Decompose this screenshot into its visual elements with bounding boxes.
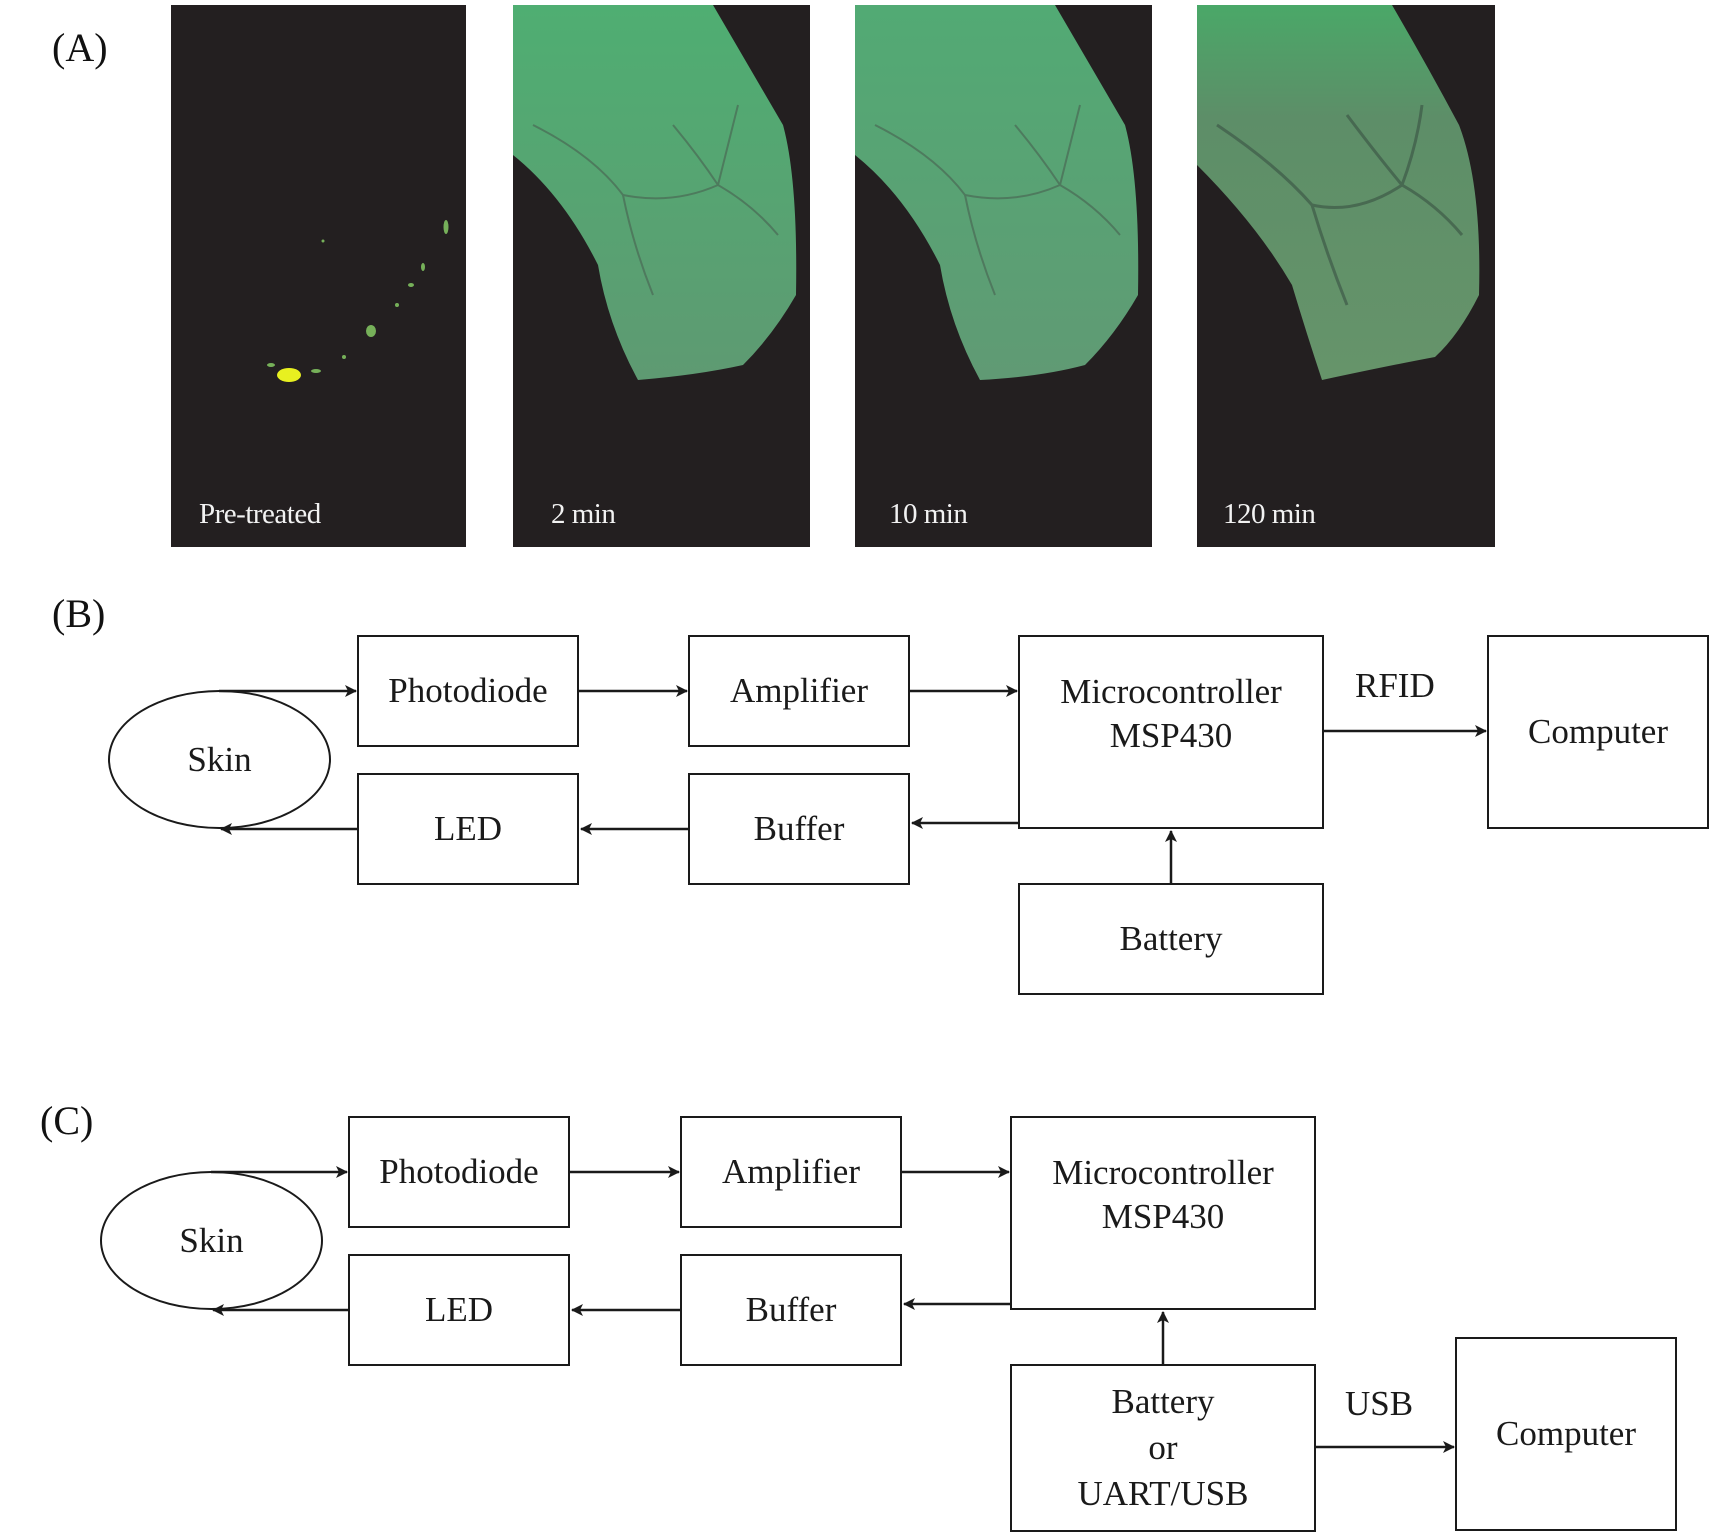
pretreated-speckles [267,220,449,382]
photo-caption: 2 min [551,498,616,530]
node-power-source: Battery or UART/USB [1010,1364,1316,1532]
node-led: LED [348,1254,570,1366]
node-amplifier: Amplifier [688,635,910,747]
panel-c-label: (C) [40,1098,94,1143]
link-label-usb: USB [1345,1384,1414,1423]
node-led: LED [357,773,579,885]
image-120-min: 120 min [1197,5,1495,547]
image-10-min: 10 min [855,5,1152,547]
node-buffer: Buffer [688,773,910,885]
node-photodiode: Photodiode [357,635,579,747]
node-battery: Battery [1018,883,1324,995]
image-2-min: 2 min [513,5,810,547]
node-computer: Computer [1455,1337,1677,1531]
panel-a-label: (A) [52,25,108,70]
photo-caption: 10 min [889,498,968,530]
tissue-10min [855,5,1139,380]
panel-b-label: (B) [52,591,106,636]
link-label-rfid: RFID [1355,666,1435,705]
node-microcontroller: Microcontroller MSP430 [1018,635,1324,829]
node-label: Skin [179,1220,244,1260]
node-computer: Computer [1487,635,1709,829]
node-photodiode: Photodiode [348,1116,570,1228]
photo-caption: Pre-treated [199,498,321,530]
node-skin: Skin [108,690,331,829]
node-buffer: Buffer [680,1254,902,1366]
photo-caption: 120 min [1223,498,1316,530]
tissue-120min [1197,5,1480,380]
node-amplifier: Amplifier [680,1116,902,1228]
node-microcontroller: Microcontroller MSP430 [1010,1116,1316,1310]
node-skin: Skin [100,1171,323,1310]
node-label: Skin [187,739,252,779]
tissue-2min [513,5,797,380]
image-pre-treated: Pre-treated [171,5,466,547]
